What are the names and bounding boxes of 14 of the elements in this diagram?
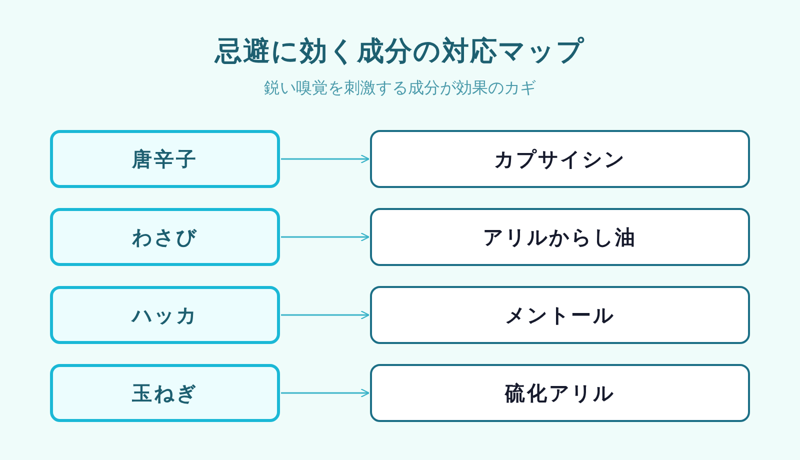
source-box: ハッカ	[50, 286, 280, 344]
source-box: 玉ねぎ	[50, 364, 280, 422]
component-box: 硫化アリル	[370, 364, 750, 422]
source-box: わさび	[50, 208, 280, 266]
arrow	[281, 310, 370, 320]
source-box: 唐辛子	[50, 130, 280, 188]
subtitle: 鋭い嗅覚を刺激する成分が効果のカギ	[263, 78, 537, 99]
component-box: カプサイシン	[370, 130, 750, 188]
arrow	[281, 232, 370, 242]
title: 忌避に効く成分の対応マップ	[213, 35, 586, 69]
component-box: アリルからし油	[370, 208, 750, 266]
component-box: メントール	[370, 286, 750, 344]
arrow	[281, 388, 370, 398]
arrow	[281, 154, 370, 164]
